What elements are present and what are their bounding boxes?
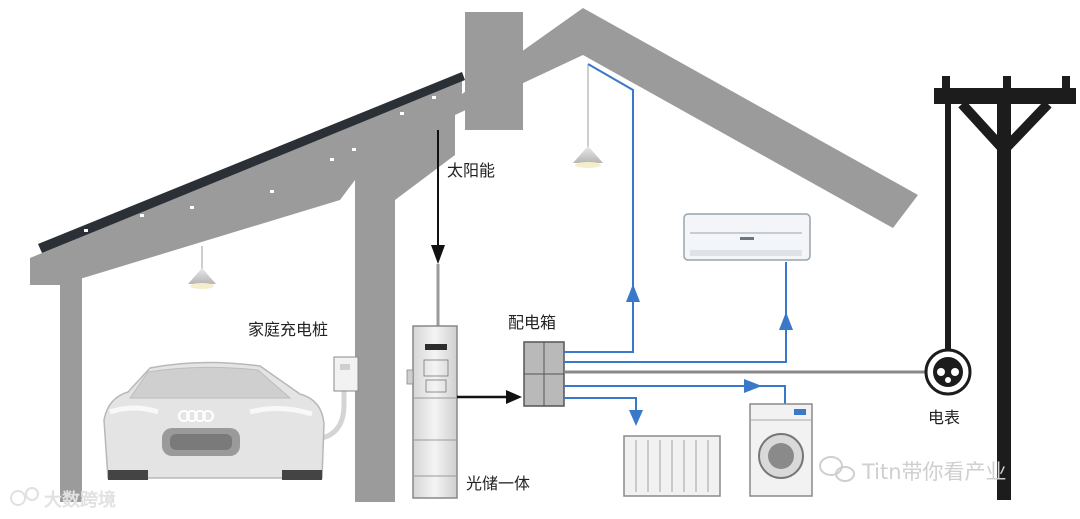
house-wall — [355, 170, 395, 502]
washing-machine — [749, 403, 813, 497]
blue-arrowheads — [626, 284, 793, 426]
radiator — [623, 435, 721, 497]
lamp-left — [188, 246, 216, 289]
label-distribution-box: 配电箱 — [508, 313, 557, 332]
distribution-box-unit — [523, 341, 565, 407]
solar-panel-row — [38, 72, 465, 253]
pv-storage-unit — [406, 325, 458, 499]
watermark-right: Titn带你看产业 — [862, 460, 1007, 484]
charging-pile — [333, 356, 359, 392]
lamp-right — [573, 65, 603, 168]
storage-to-box-arrow — [457, 390, 522, 404]
electric-car — [103, 361, 325, 480]
charger-cable — [299, 378, 347, 449]
watermark-icon-left — [10, 487, 39, 506]
watermark-left: 大数跨境 — [44, 490, 116, 511]
wechat-icon — [819, 456, 855, 482]
electric-meter — [924, 348, 972, 396]
utility-pole — [934, 76, 1076, 500]
solar-flow-arrow — [431, 130, 445, 326]
carport-roof — [30, 80, 462, 285]
main-roof — [355, 8, 918, 230]
chimney — [465, 12, 523, 130]
label-meter: 电表 — [928, 408, 961, 427]
solar-panels — [38, 72, 465, 253]
carport-column — [60, 270, 82, 502]
air-conditioner — [683, 213, 811, 261]
label-home-charger: 家庭充电桩 — [248, 320, 329, 339]
house-structure — [30, 8, 918, 502]
label-solar: 太阳能 — [447, 161, 496, 180]
label-pv-storage: 光储一体 — [466, 474, 531, 493]
